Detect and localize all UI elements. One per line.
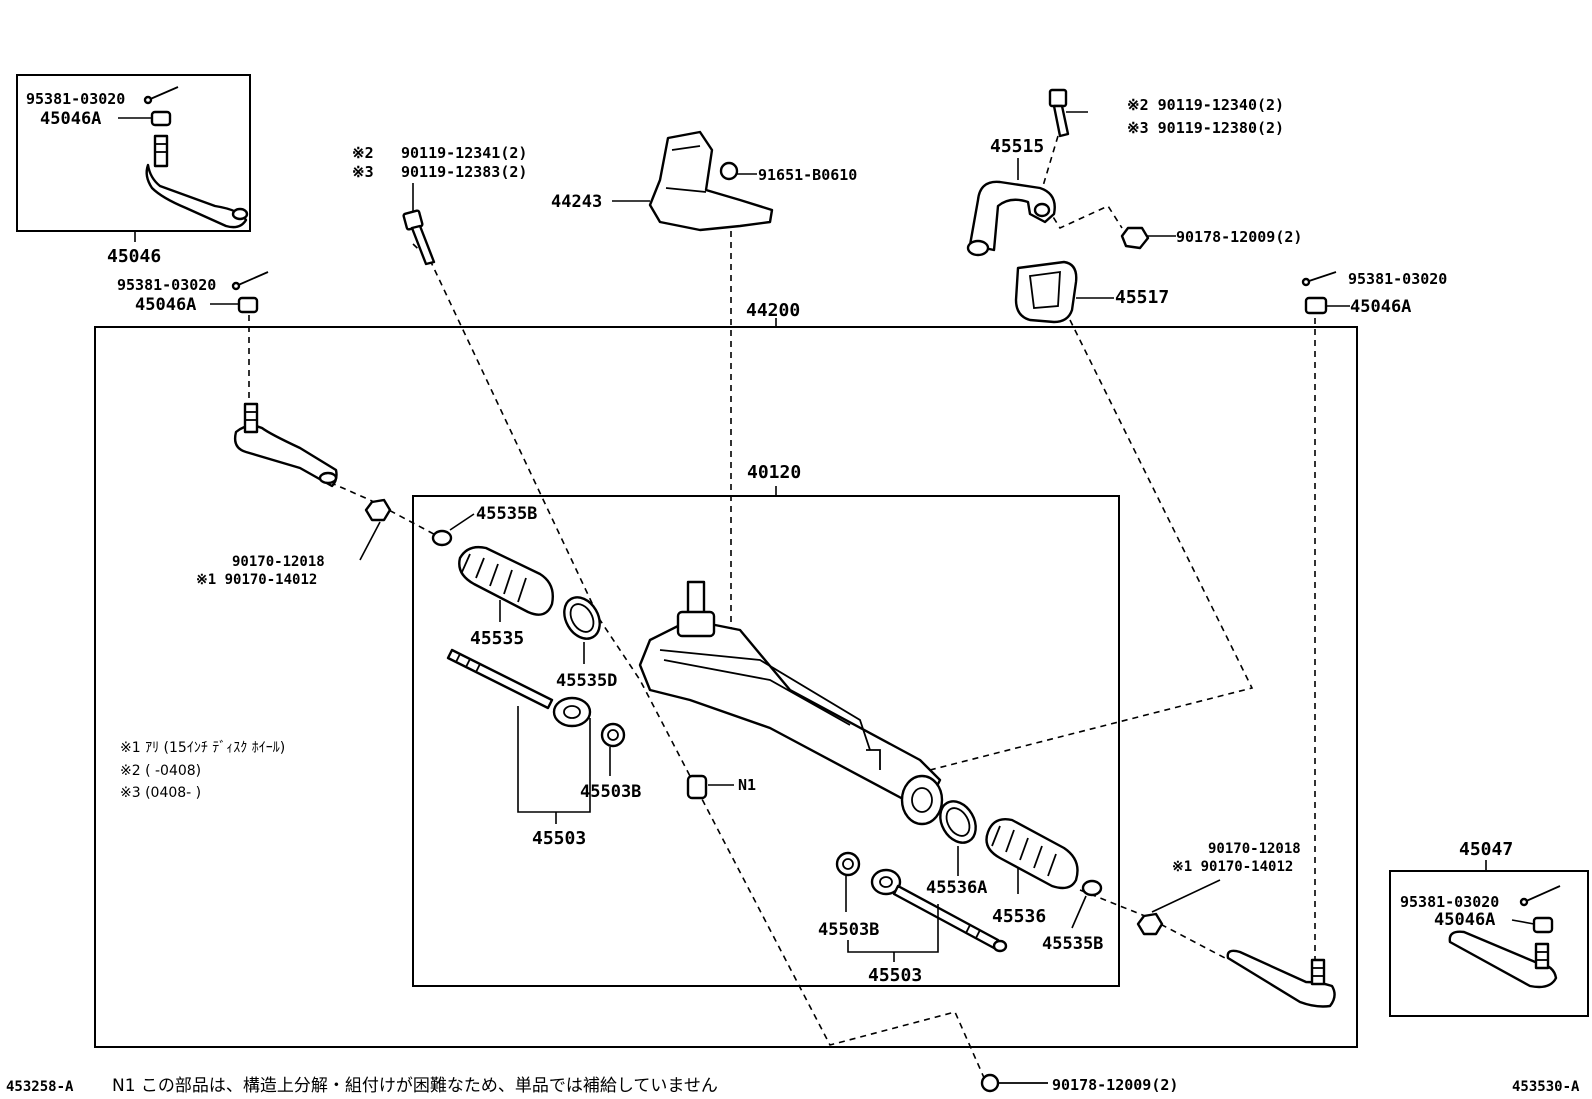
nut-45046a-br-icon xyxy=(1532,916,1554,934)
tie-rod-end-right-icon xyxy=(1226,949,1336,1008)
nut-90178-top-icon xyxy=(1120,226,1150,250)
label-91651-B0610: 91651-B0610 xyxy=(758,166,857,184)
dash-bolt-path xyxy=(429,259,986,1081)
footer-left-code: 453258-A xyxy=(6,1079,74,1095)
cotter-pin-95381-left-icon xyxy=(231,271,269,291)
tie-rod-end-45047-icon xyxy=(1448,930,1558,989)
nut-45046a-right-icon xyxy=(1304,296,1328,315)
n1-part-icon xyxy=(686,774,708,800)
dash-left-rod xyxy=(319,477,446,541)
label-44243: 44243 xyxy=(551,192,602,212)
label-90119-12383: 90119-12383(2) xyxy=(401,163,527,181)
bolt-90119-left-icon xyxy=(402,209,436,266)
tie-rod-end-left-box xyxy=(16,74,251,232)
cotter-pin-95381-top-icon xyxy=(143,86,179,105)
label-90119-12341: 90119-12341(2) xyxy=(401,144,527,162)
label-90170-12018-right: 90170-12018 xyxy=(1208,841,1301,857)
label-90119-12380: ※3 90119-12380(2) xyxy=(1127,119,1284,137)
tie-rod-end-left-icon xyxy=(233,402,338,488)
leader-90170-left xyxy=(359,521,381,561)
clip-45535b-left-icon xyxy=(431,529,453,547)
label-45046: 45046 xyxy=(107,246,161,267)
washer-45503b-right-icon xyxy=(835,851,861,877)
note-1: ※1 ｱﾘ (15ｲﾝﾁ ﾃﾞｨｽｸ ﾎｲｰﾙ) xyxy=(120,740,285,756)
leader-45535b-right xyxy=(1071,895,1087,929)
label-45046a-top: 45046A xyxy=(40,109,101,129)
label-45515: 45515 xyxy=(990,136,1044,157)
bushing-45517-icon xyxy=(1014,260,1078,324)
label-95381-03020-br: 95381-03020 xyxy=(1400,893,1499,911)
label-45517: 45517 xyxy=(1115,287,1169,308)
tie-rod-end-right-box xyxy=(1389,870,1589,1017)
label-n1: N1 xyxy=(738,776,756,794)
label-40120: 40120 xyxy=(747,462,801,483)
label-95381-03020-left: 95381-03020 xyxy=(117,276,216,294)
label-90119-12340: ※2 90119-12340(2) xyxy=(1127,96,1284,114)
label-90170-14012-left: ※1 90170-14012 xyxy=(196,572,317,588)
label-45503-right: 45503 xyxy=(868,965,922,986)
label-90178-12009-bottom: 90178-12009(2) xyxy=(1052,1076,1178,1094)
nut-45046a-top-icon xyxy=(150,110,172,127)
tie-rod-end-45046-icon xyxy=(145,134,249,229)
leader-45046a-br xyxy=(1511,919,1535,925)
label-45046a-br: 45046A xyxy=(1434,910,1495,930)
tie-rod-45503-right-icon xyxy=(870,868,1008,953)
label-95381-03020-top: 95381-03020 xyxy=(26,90,125,108)
label-44200: 44200 xyxy=(746,300,800,321)
steering-rack-icon xyxy=(638,580,944,826)
label-95381-03020-right: 95381-03020 xyxy=(1348,270,1447,288)
bracket-45503-left xyxy=(517,706,591,813)
label-45536a: 45536A xyxy=(926,878,987,898)
clamp-45536a-icon xyxy=(939,800,977,844)
bracket-45503-right xyxy=(847,904,939,953)
dash-clamp-rack xyxy=(929,319,1254,771)
label-90178-12009-top: 90178-12009(2) xyxy=(1176,228,1302,246)
label-45535: 45535 xyxy=(470,628,524,649)
label-45503b-right: 45503B xyxy=(818,920,879,940)
cotter-pin-95381-right-icon xyxy=(1301,271,1337,287)
assembly-40120-box xyxy=(412,495,1120,987)
label-45047: 45047 xyxy=(1459,839,1513,860)
bolt-90119-right-icon xyxy=(1048,88,1070,138)
label-45046a-left: 45046A xyxy=(135,295,196,315)
nut-90170-left-icon xyxy=(364,498,392,522)
clamp-45515-icon xyxy=(966,180,1056,257)
dash-right-bolt xyxy=(1039,135,1123,230)
label-45046a-right: 45046A xyxy=(1350,297,1411,317)
bolt-91651-icon xyxy=(719,161,739,181)
footer-right-code: 453530-A xyxy=(1512,1079,1580,1095)
nut-45046a-left-icon xyxy=(237,296,259,314)
tie-rod-45503-left-icon xyxy=(446,648,592,728)
note-mark-2-left: ※2 xyxy=(352,144,374,162)
washer-45503b-left-icon xyxy=(600,722,626,748)
boot-45536-icon xyxy=(985,818,1079,890)
note-2: ※2 ( -0408) xyxy=(120,763,201,779)
note-3: ※3 (0408- ) xyxy=(120,785,201,801)
note-mark-3-left: ※3 xyxy=(352,163,374,181)
leader-90170-right xyxy=(1151,879,1221,913)
clamp-45535d-icon xyxy=(563,596,601,640)
bolt-90178-bottom-icon xyxy=(980,1073,1048,1093)
footer-n1-note: N1 この部品は、構造上分解・組付けが困難なため、単品では補給していません xyxy=(112,1076,718,1096)
label-45535b-right: 45535B xyxy=(1042,934,1103,954)
label-90170-12018-left: 90170-12018 xyxy=(232,554,325,570)
label-45535b-left: 45535B xyxy=(476,504,537,524)
label-45536: 45536 xyxy=(992,906,1046,927)
assembly-44200-box xyxy=(94,326,1358,1048)
bracket-44243-icon xyxy=(648,130,774,232)
label-45503b-left: 45503B xyxy=(580,782,641,802)
label-45503-left: 45503 xyxy=(532,828,586,849)
label-45535d: 45535D xyxy=(556,671,617,691)
nut-90170-right-icon xyxy=(1136,912,1164,936)
clip-45535b-right-icon xyxy=(1081,879,1103,897)
leader-45535b-left xyxy=(449,513,475,531)
cotter-pin-95381-br-icon xyxy=(1519,885,1561,907)
boot-45535-icon xyxy=(458,545,554,616)
label-90170-14012-right: ※1 90170-14012 xyxy=(1172,859,1293,875)
